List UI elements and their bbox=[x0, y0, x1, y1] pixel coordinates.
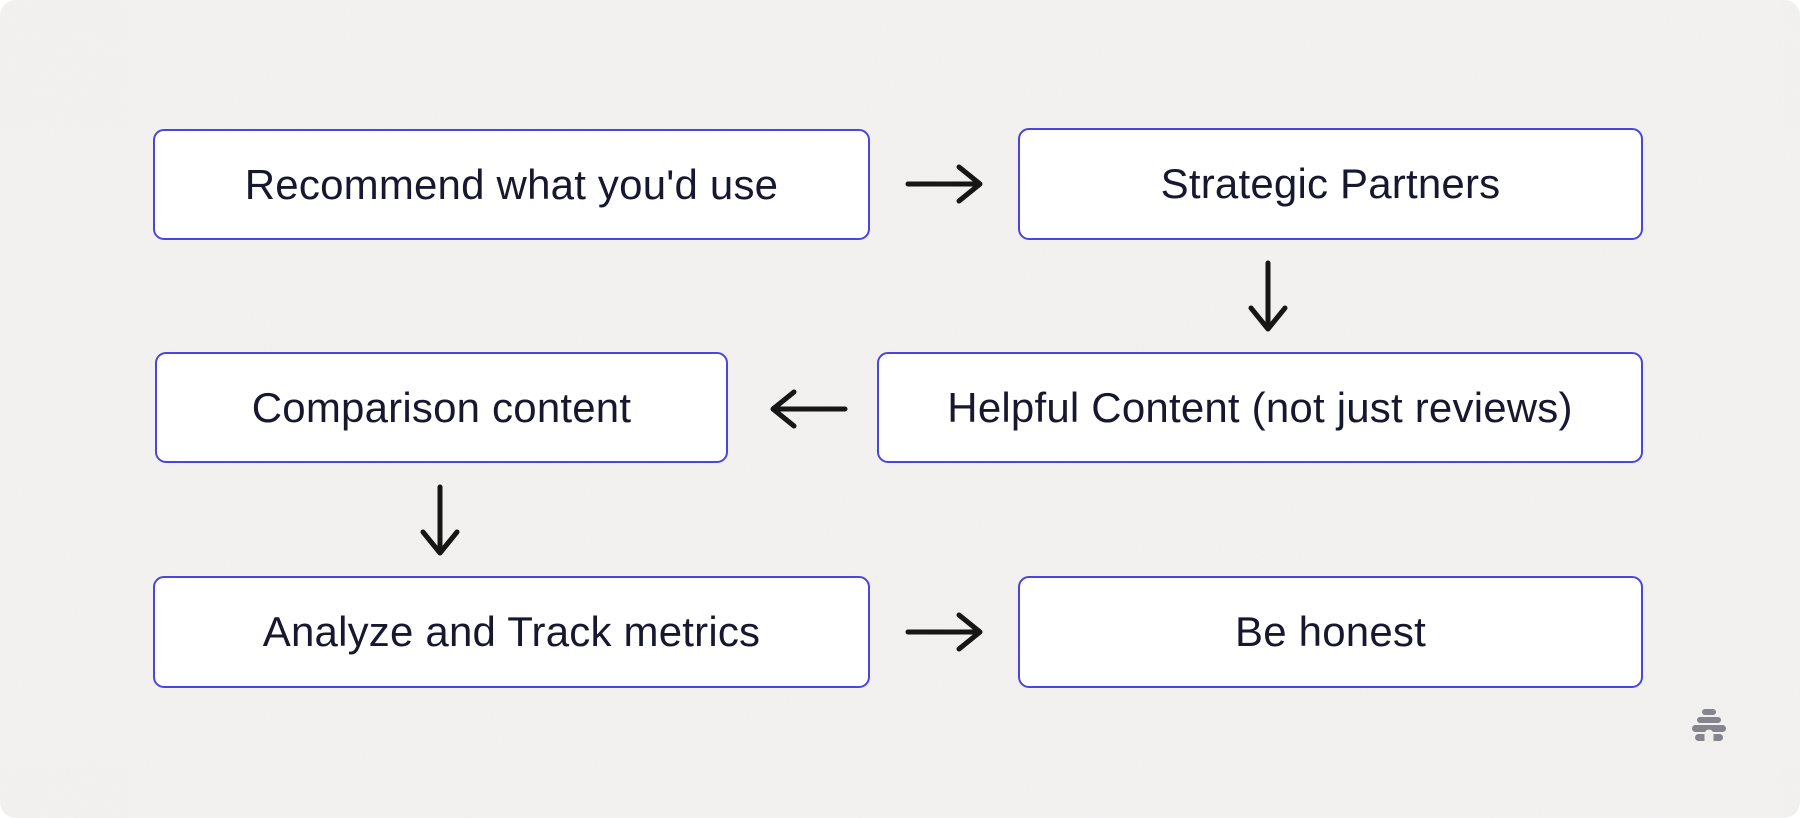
recommend-to-strategic-arrow[interactable] bbox=[903, 160, 987, 208]
node-label: Comparison content bbox=[251, 383, 632, 431]
beehive-logo-icon bbox=[1692, 709, 1726, 743]
comparison-to-analyze-arrow[interactable] bbox=[416, 482, 464, 560]
node-label: Be honest bbox=[1235, 608, 1426, 655]
node-helpful-content[interactable]: Helpful Content (not just reviews) bbox=[877, 352, 1643, 463]
analyze-to-honest-arrow[interactable] bbox=[903, 608, 987, 656]
node-be-honest[interactable]: Be honest bbox=[1018, 576, 1643, 688]
node-label: Strategic Partners bbox=[1160, 160, 1501, 207]
node-comparison-content[interactable]: Comparison content bbox=[155, 352, 728, 463]
node-analyze-and-track-metrics[interactable]: Analyze and Track metrics bbox=[153, 576, 870, 688]
node-label: Analyze and Track metrics bbox=[262, 608, 761, 655]
node-recommend-what-youd-use[interactable]: Recommend what you'd use bbox=[153, 129, 870, 240]
strategic-to-helpful-arrow[interactable] bbox=[1244, 258, 1292, 336]
node-strategic-partners[interactable]: Strategic Partners bbox=[1018, 128, 1643, 240]
helpful-to-comparison-arrow[interactable] bbox=[766, 385, 850, 433]
node-label: Recommend what you'd use bbox=[244, 160, 779, 208]
node-label: Helpful Content (not just reviews) bbox=[947, 383, 1573, 431]
